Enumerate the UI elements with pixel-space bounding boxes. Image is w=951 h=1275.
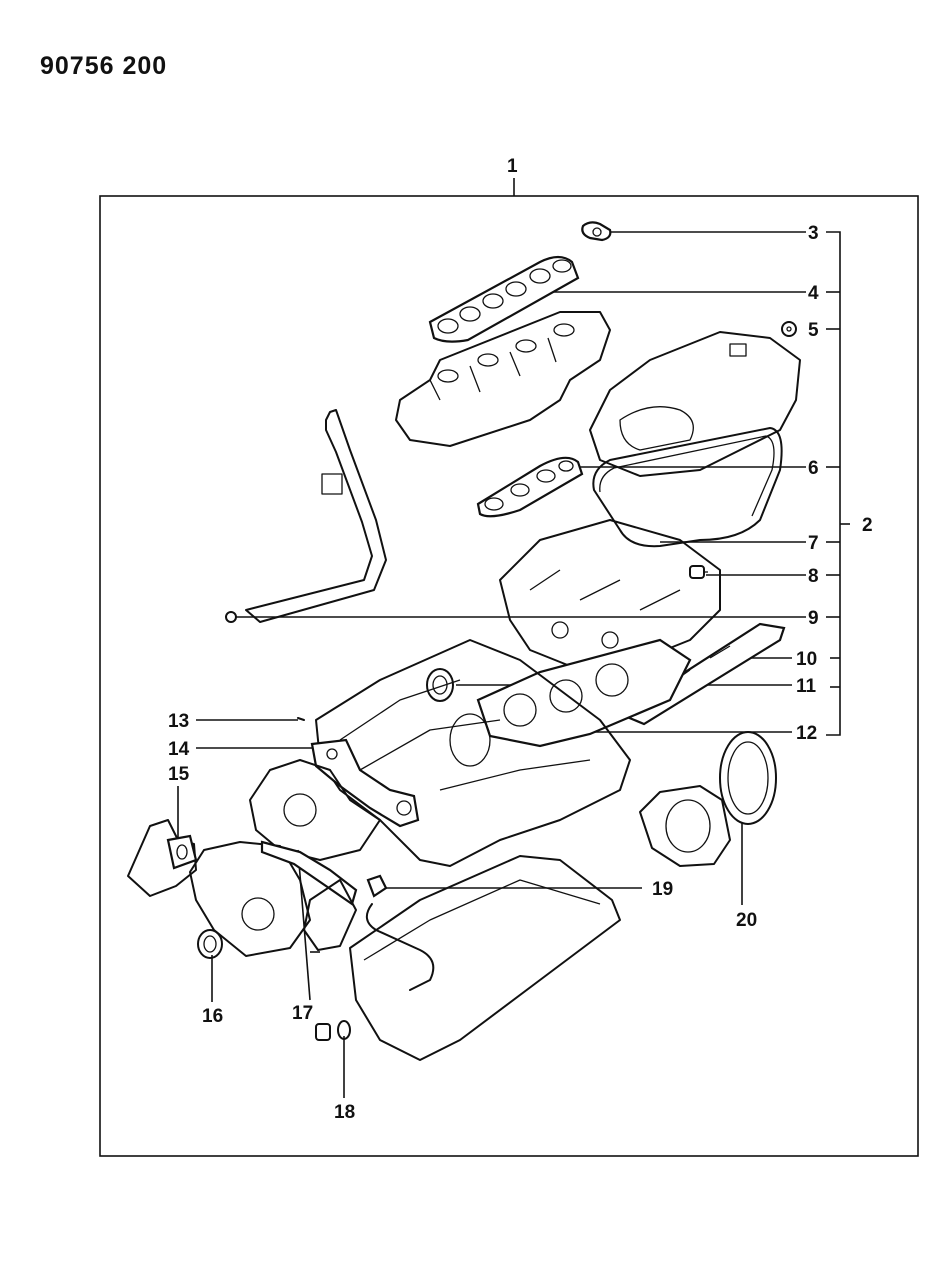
callout-19: 19: [652, 879, 673, 900]
callout-15: 15: [168, 764, 190, 785]
part-11-seal: [426, 668, 454, 702]
part-12-head-gasket: [476, 638, 692, 748]
callout-14: 14: [168, 739, 190, 760]
part-5-washer: [781, 321, 797, 337]
part-3-gasket: [581, 221, 612, 242]
callout-7: 7: [808, 533, 819, 554]
callout-4: 4: [808, 283, 819, 304]
oil-pan: [349, 855, 621, 1061]
callout-3: 3: [808, 223, 819, 244]
callout-16: 16: [202, 1006, 223, 1027]
bracket-2: [826, 231, 850, 736]
part-6-exhaust-gasket: [476, 456, 584, 518]
callout-5: 5: [808, 320, 819, 341]
callout-11: 11: [796, 676, 817, 697]
intake-manifold: [395, 311, 611, 447]
part-4-intake-gasket: [428, 255, 580, 343]
kit-frame: [99, 195, 919, 1157]
callout-18: 18: [334, 1102, 355, 1123]
part-9-oring-tube: [225, 409, 387, 623]
callout-20: 20: [736, 910, 757, 931]
callout-1: 1: [507, 156, 518, 177]
callout-6: 6: [808, 458, 819, 479]
part-14-gasket: [310, 738, 420, 828]
part-20-rear-seal: [719, 731, 777, 825]
part-19-gasket: [366, 874, 388, 898]
callout-2: 2: [862, 515, 873, 536]
engine-block: [315, 639, 631, 867]
callout-9: 9: [808, 608, 819, 629]
callout-8: 8: [808, 566, 819, 587]
cylinder-head: [499, 519, 721, 671]
part-8-seal: [689, 565, 708, 579]
callout-12: 12: [796, 723, 817, 744]
part-13-pin: [297, 717, 305, 721]
part-18-drain-plug: [315, 1020, 351, 1041]
timing-cover: [189, 841, 311, 957]
part-17-gaskets: [260, 840, 358, 951]
callout-17: 17: [292, 1003, 313, 1024]
water-pump: [249, 759, 381, 861]
callout-10: 10: [796, 649, 817, 670]
callout-13: 13: [168, 711, 189, 732]
valve-cover: [589, 331, 801, 477]
diagram-code: 90756 200: [40, 52, 168, 80]
part-15-housing: [127, 819, 198, 897]
part-7-valve-cover-gasket: [592, 427, 783, 548]
rear-seal-housing: [639, 785, 731, 867]
part-16-front-seal: [197, 929, 223, 959]
